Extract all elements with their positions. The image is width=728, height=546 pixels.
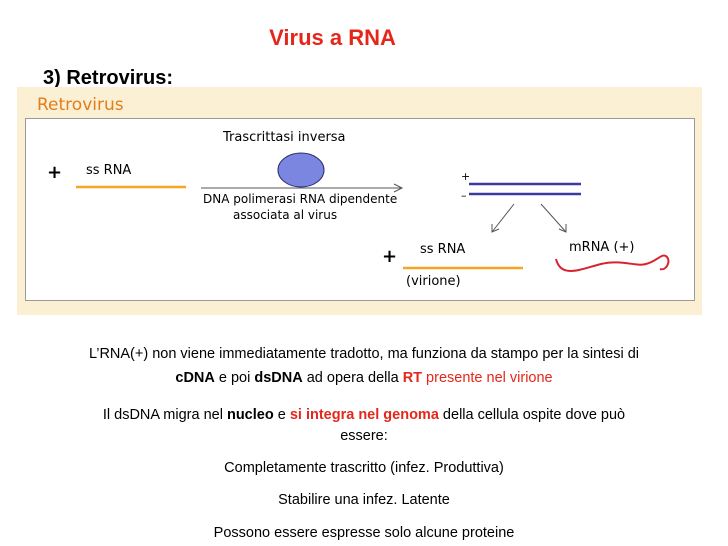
nucleo-term: nucleo (226, 407, 274, 423)
left-ss-rna-label: ss RNA (86, 163, 132, 178)
reverse-transcriptase-icon (277, 152, 325, 188)
right-ss-rna-label: ss RNA (420, 242, 466, 257)
list-item: Possono essere espresse solo alcune prot… (213, 525, 515, 541)
connector-text: ad opera della (302, 370, 403, 386)
connector-text: della cellula ospite dove può (438, 407, 626, 423)
connector-text: Il dsDNA migra nel (102, 407, 227, 423)
diagram-graphics (76, 152, 670, 272)
paragraph2-line2: essere: (340, 428, 388, 444)
mrna-label: mRNA (+) (569, 240, 635, 255)
virion-note: presente nel virione (422, 370, 553, 386)
dsdna-term: dsDNA (254, 370, 303, 386)
virion-label: (virione) (406, 274, 461, 289)
paragraph2-line1: Il dsDNA migra nel nucleo e si integra n… (0, 405, 728, 425)
section-subtitle: 3) Retrovirus: (43, 67, 174, 89)
enzyme-description-line1: DNA polimerasi RNA dipendente (203, 192, 398, 206)
dsdna-minus-sign: – (461, 189, 467, 202)
right-plus-sign: + (382, 246, 398, 267)
list-item: Completamente trascritto (infez. Produtt… (224, 460, 504, 476)
integration-term: si integra nel genoma (289, 407, 439, 423)
figure-label: Retrovirus (37, 95, 124, 115)
list-item: Stabilire una infez. Latente (278, 492, 450, 508)
connector-text: e (273, 407, 290, 423)
branch-arrow-right-head (558, 224, 567, 233)
rt-term: RT (402, 370, 423, 386)
connector-text: e poi (214, 370, 255, 386)
enzyme-name-label: Trascrittasi inversa (223, 130, 346, 145)
retrovirus-figure: Retrovirus + ss RNA Trascrittasi inversa (17, 87, 702, 315)
enzyme-description-line2: associata al virus (233, 208, 338, 222)
slide-title: Virus a RNA (269, 25, 396, 50)
mrna-wavy-strand (555, 254, 670, 272)
left-plus-sign: + (47, 162, 63, 183)
branch-arrow-right (540, 203, 567, 233)
paragraph1-line1: L’RNA(+) non viene immediatamente tradot… (88, 346, 640, 362)
branch-arrow-left (491, 203, 515, 233)
dsdna-plus-sign: + (461, 170, 471, 183)
paragraph1-line2: cDNA e poi dsDNA ad opera della RT prese… (0, 368, 728, 388)
process-arrow-head (393, 183, 404, 193)
diagram-panel: + ss RNA Trascrittasi inversa DNA polime… (25, 118, 695, 301)
branch-arrow-left-head (491, 224, 500, 233)
cdna-term: cDNA (175, 370, 215, 386)
